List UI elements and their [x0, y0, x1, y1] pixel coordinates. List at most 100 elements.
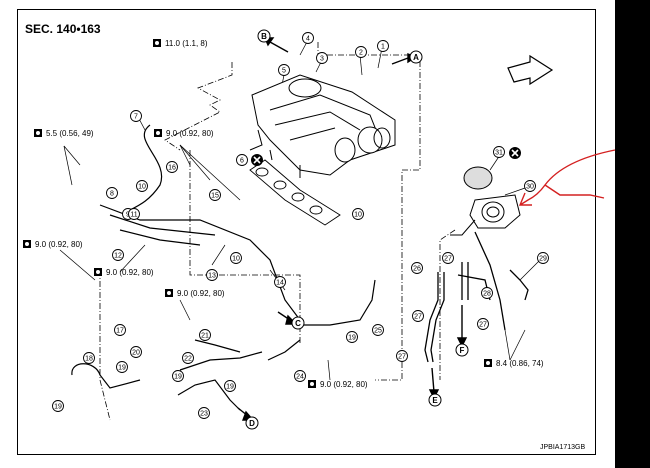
svg-text:10: 10 — [232, 256, 240, 263]
torque-spec: 8.4 (0.86, 74) — [484, 359, 544, 368]
svg-text:27: 27 — [479, 322, 487, 329]
svg-text:12: 12 — [114, 253, 122, 260]
direction-letter-b: B — [257, 29, 271, 43]
part-callout: 12 — [112, 249, 124, 261]
direction-letter-e: E — [428, 393, 442, 407]
figure-code: JPBIA1713GB — [540, 444, 586, 451]
torque-value: 11.0 (1.1, 8) — [165, 39, 208, 48]
svg-text:C: C — [295, 319, 301, 328]
svg-text:A: A — [413, 53, 419, 62]
svg-text:28: 28 — [483, 291, 491, 298]
svg-text:27: 27 — [444, 256, 452, 263]
front-direction-arrow — [507, 54, 554, 86]
svg-text:2: 2 — [359, 50, 363, 57]
svg-text:7: 7 — [134, 114, 138, 121]
svg-text:F: F — [460, 346, 465, 355]
part-callout: 16 — [166, 161, 178, 173]
torque-spec: 9.0 (0.92, 80) — [154, 129, 214, 138]
svg-text:1: 1 — [381, 44, 385, 51]
svg-text:19: 19 — [118, 365, 126, 372]
svg-text:5: 5 — [282, 68, 286, 75]
svg-text:26: 26 — [413, 266, 421, 273]
part-callout: 1 — [377, 40, 389, 52]
part-callout: 3 — [316, 52, 328, 64]
svg-text:15: 15 — [211, 193, 219, 200]
part-callout: 25 — [372, 324, 384, 336]
part-callout: 7 — [130, 110, 142, 122]
torque-value: 9.0 (0.92, 80) — [320, 380, 368, 389]
part-callouts: 1234567891010101112131415161718191919191… — [52, 32, 549, 419]
part-callout: 26 — [411, 262, 423, 274]
torque-value: 9.0 (0.92, 80) — [166, 129, 214, 138]
svg-text:29: 29 — [539, 256, 547, 263]
part-callout: 27 — [396, 350, 408, 362]
part-callout: 27 — [477, 318, 489, 330]
red-annotation-stroke — [518, 149, 616, 206]
part-callout: 27 — [412, 310, 424, 322]
svg-text:27: 27 — [414, 314, 422, 321]
svg-text:21: 21 — [201, 333, 209, 340]
svg-text:17: 17 — [116, 328, 124, 335]
torque-spec: 5.5 (0.56, 49) — [34, 129, 94, 138]
svg-text:19: 19 — [54, 404, 62, 411]
part-callout: 19 — [52, 400, 64, 412]
svg-text:19: 19 — [226, 384, 234, 391]
part-callout: 21 — [199, 329, 211, 341]
torque-value: 9.0 (0.92, 80) — [35, 240, 83, 249]
part-callout: 5 — [278, 64, 290, 76]
manifold-gasket — [249, 159, 341, 226]
svg-text:16: 16 — [168, 165, 176, 172]
torque-spec: 9.0 (0.92, 80) — [23, 240, 83, 249]
torque-spec: 9.0 (0.92, 80) — [94, 268, 154, 277]
svg-text:11: 11 — [130, 212, 137, 219]
svg-text:9: 9 — [126, 212, 130, 219]
svg-text:4: 4 — [306, 36, 310, 43]
torque-spec: 9.0 (0.92, 80) — [165, 289, 225, 298]
do-not-reuse-marks — [251, 147, 521, 166]
svg-text:25: 25 — [374, 328, 382, 335]
svg-text:19: 19 — [174, 374, 182, 381]
part-callout: 24 — [294, 370, 306, 382]
part-callout: 14 — [274, 276, 286, 288]
svg-text:8: 8 — [110, 191, 114, 198]
part-callout: 19 — [346, 331, 358, 343]
throttle-body — [450, 166, 521, 236]
part-callout: 4 — [302, 32, 314, 44]
part-callout: 17 — [114, 324, 126, 336]
part-callout: 8 — [106, 187, 118, 199]
do-not-reuse-icon — [509, 147, 521, 159]
do-not-reuse-icon — [251, 154, 263, 166]
svg-text:18: 18 — [85, 356, 93, 363]
svg-text:6: 6 — [240, 158, 244, 165]
black-sidebar — [615, 0, 650, 468]
part-callout: 10 — [230, 252, 242, 264]
svg-text:14: 14 — [276, 280, 284, 287]
svg-text:E: E — [432, 396, 438, 405]
direction-letter-c: C — [291, 316, 305, 330]
part-callout: 18 — [83, 352, 95, 364]
part-callout: 2 — [355, 46, 367, 58]
torque-value: 8.4 (0.86, 74) — [496, 359, 544, 368]
direction-letter-d: D — [245, 416, 259, 430]
svg-text:13: 13 — [208, 273, 216, 280]
water-hoses — [424, 231, 529, 363]
torque-spec-labels: 11.0 (1.1, 8) 5.5 (0.56, 49) 9.0 (0.92, 80… — [23, 39, 544, 389]
torque-spec: 11.0 (1.1, 8) — [153, 39, 208, 48]
part-callout: 22 — [182, 352, 194, 364]
part-callout: 19 — [224, 380, 236, 392]
intake-manifold — [249, 74, 396, 178]
direction-letters: A B C D E F — [245, 29, 469, 430]
torque-value: 5.5 (0.56, 49) — [46, 129, 94, 138]
part-callout: 10 — [136, 180, 148, 192]
part-callout: 31 — [493, 146, 505, 158]
svg-text:23: 23 — [200, 411, 208, 418]
part-callout: 19 — [116, 361, 128, 373]
part-callout: 23 — [198, 407, 210, 419]
svg-text:24: 24 — [296, 374, 304, 381]
svg-text:27: 27 — [398, 354, 406, 361]
part-callout: 13 — [206, 269, 218, 281]
direction-letter-f: F — [455, 343, 469, 357]
part-callout: 11 — [128, 208, 140, 220]
